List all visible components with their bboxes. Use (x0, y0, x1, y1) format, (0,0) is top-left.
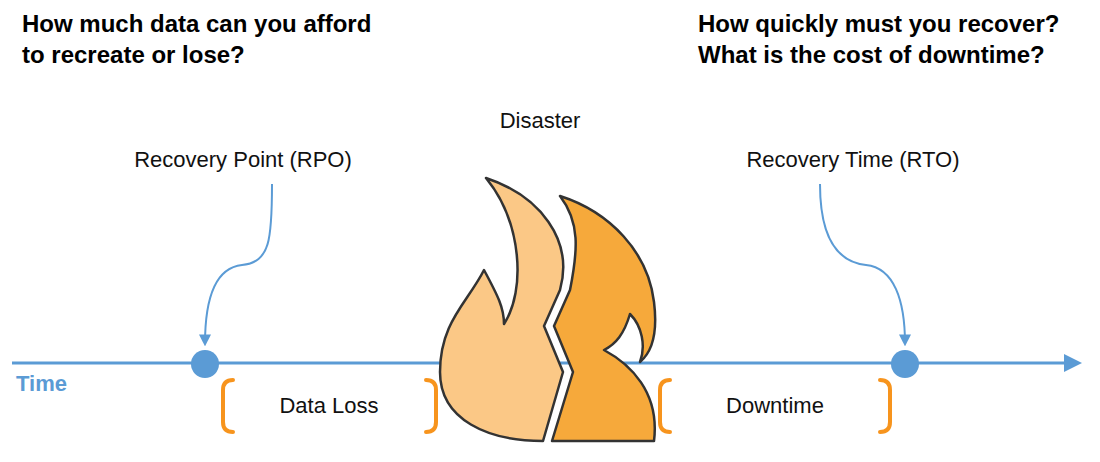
bracket (660, 380, 670, 432)
time-arrow-head (1064, 354, 1082, 372)
rto-leader (820, 184, 905, 344)
interval-label: Data Loss (279, 393, 378, 419)
event-label: Disaster (500, 108, 581, 134)
bracket (426, 380, 436, 432)
flame-right (552, 196, 655, 441)
question-text: How much data can you afford to recreate… (22, 8, 387, 70)
bracket (880, 380, 890, 432)
rpo-leader (205, 184, 272, 344)
flame-left (440, 178, 563, 441)
bracket (223, 380, 233, 432)
question-text: How quickly must you recover? What is th… (698, 8, 1078, 70)
axis-label: Time (16, 371, 67, 397)
recovery-point-label: Recovery Point (RPO) (134, 147, 352, 173)
recovery-point-dot (191, 350, 219, 378)
recovery-time-label: Recovery Time (RTO) (746, 147, 959, 173)
interval-label: Downtime (726, 393, 824, 419)
recovery-time-dot (891, 350, 919, 378)
